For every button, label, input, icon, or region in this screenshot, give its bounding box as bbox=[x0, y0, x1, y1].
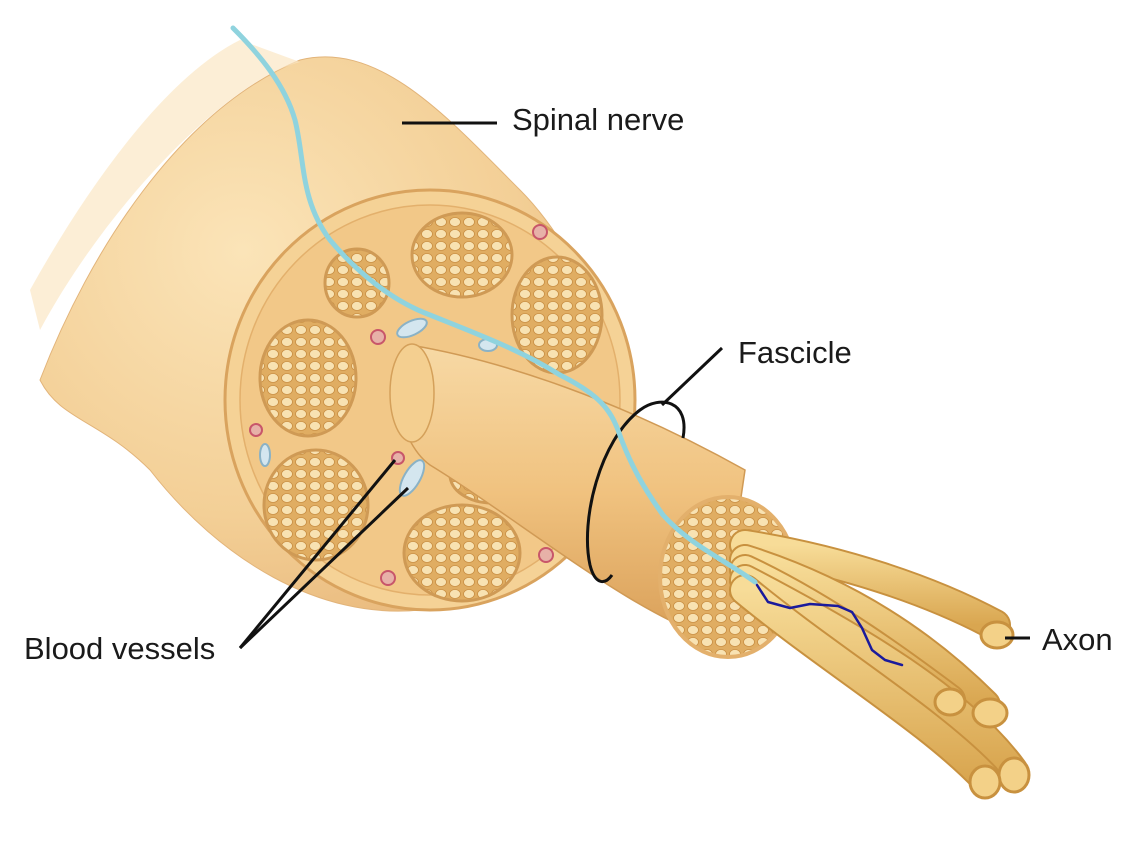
blood-vessel bbox=[259, 443, 271, 467]
blood-vessel bbox=[538, 547, 554, 563]
fascicle bbox=[410, 211, 514, 299]
axon-bundle bbox=[729, 529, 1031, 800]
fascicle-ring bbox=[586, 400, 686, 583]
fascicle-label: Fascicle bbox=[738, 335, 852, 370]
fascicle-leader bbox=[660, 346, 724, 407]
blood-vessel bbox=[380, 570, 396, 586]
fascicle bbox=[323, 247, 391, 319]
blood-vessels-label: Blood vessels bbox=[24, 631, 216, 666]
axon-end bbox=[933, 687, 967, 717]
axon-label: Axon bbox=[1042, 622, 1113, 657]
dark-blue-trace bbox=[755, 583, 904, 667]
axon-end bbox=[979, 620, 1015, 650]
axon-end bbox=[971, 697, 1009, 729]
blood-vessel-leader bbox=[238, 486, 410, 650]
blood-vessel-group bbox=[249, 224, 554, 586]
axon-end bbox=[997, 756, 1031, 794]
axon-end bbox=[968, 764, 1002, 800]
blood-vessel bbox=[370, 329, 386, 345]
fascicle bbox=[258, 318, 358, 438]
fascicle bbox=[402, 503, 522, 603]
blood-vessel bbox=[396, 317, 428, 339]
spinal-nerve-label: Spinal nerve bbox=[512, 102, 685, 137]
blood-vessel bbox=[249, 423, 263, 437]
blood-vessel bbox=[532, 224, 548, 240]
fascicle bbox=[262, 448, 370, 562]
blood-vessel-leader bbox=[238, 459, 397, 649]
fascicle-group bbox=[258, 211, 604, 603]
light-blue-trace bbox=[230, 25, 758, 585]
